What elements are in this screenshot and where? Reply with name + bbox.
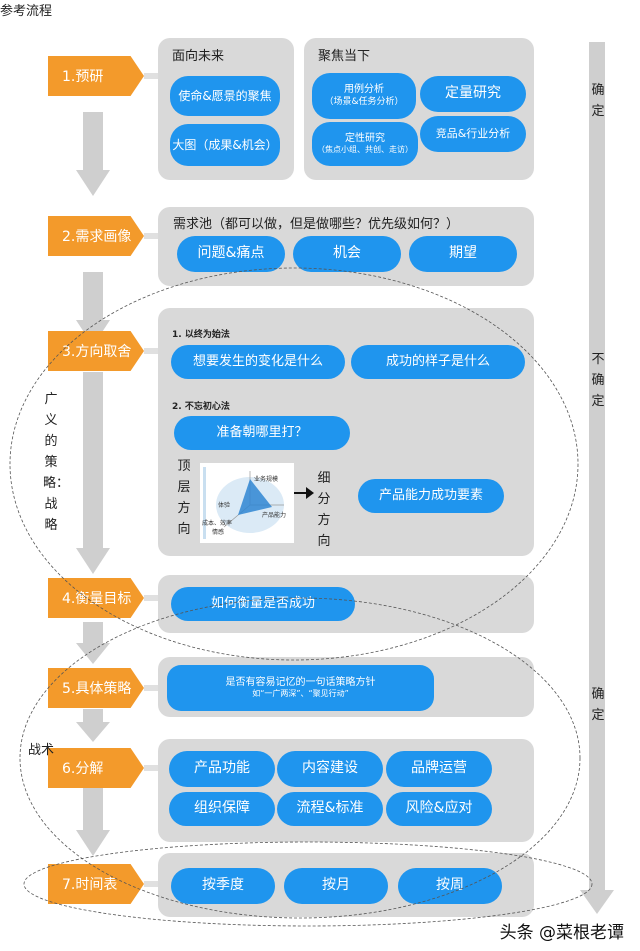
- pill-use-case-line2: （场景&任务分析）: [324, 96, 404, 107]
- pill-risk: 风险&应对: [386, 792, 492, 826]
- sub-direction-label: 细分方向: [317, 471, 331, 549]
- right-label-uncertain: 不确定: [591, 352, 605, 409]
- flow-arrow-1: [76, 112, 110, 196]
- pill-brand: 品牌运营: [386, 751, 492, 787]
- right-arrow-icon: [294, 487, 314, 499]
- chart-label-capability: 产品能力: [262, 511, 286, 519]
- right-label-certain-top: 确定: [591, 83, 605, 119]
- step-2: 2.需求画像: [48, 216, 144, 256]
- left-label-strategy: 广义的策略：战略: [43, 392, 70, 533]
- pill-problems: 问题&痛点: [177, 236, 285, 272]
- page-title: 参考流程: [0, 4, 53, 19]
- pill-process: 流程&标准: [277, 792, 383, 826]
- flow-arrow-6: [76, 788, 110, 856]
- step-1: 1.预研: [48, 56, 144, 96]
- pill-mission-vision: 使命&愿景的聚焦: [170, 76, 280, 116]
- top-direction-label: 顶层方向: [177, 459, 191, 537]
- pill-content: 内容建设: [277, 751, 383, 787]
- pill-change: 想要发生的变化是什么: [171, 345, 345, 379]
- chart-label-emotion: 情感: [212, 528, 224, 536]
- strategy-line1: 是否有容易记忆的一句话策略方针: [225, 676, 376, 688]
- flow-arrow-3: [76, 372, 110, 574]
- pill-success-look: 成功的样子是什么: [351, 345, 525, 379]
- method-2-title: 2. 不忘初心法: [172, 402, 230, 412]
- direction-diagram: 业务规模 体验 产品能力 成本、效率 情感: [200, 463, 294, 543]
- pill-week: 按周: [398, 868, 502, 904]
- pill-opportunity: 机会: [293, 236, 401, 272]
- pill-how-to-measure: 如何衡量是否成功: [171, 587, 355, 621]
- panel-present-title: 聚焦当下: [318, 49, 371, 64]
- step-3: 3.方向取舍: [48, 331, 144, 371]
- step-4: 4.衡量目标: [48, 578, 144, 618]
- pill-where-to-fight: 准备朝哪里打？: [174, 416, 350, 450]
- pill-use-case-line1: 用例分析: [344, 84, 384, 96]
- pill-month: 按月: [284, 868, 388, 904]
- step-6: 6.分解: [48, 748, 144, 788]
- panel-demand-title: 需求池（都可以做，但是做哪些？优先级如何？）: [173, 217, 460, 232]
- pill-org: 组织保障: [169, 792, 275, 826]
- flow-arrow-4: [76, 622, 110, 664]
- pill-product-feature: 产品功能: [169, 751, 275, 787]
- left-label-tactics: 战术: [28, 743, 55, 758]
- flow-arrow-5: [76, 709, 110, 742]
- method-1-title: 1. 以终为始法: [172, 330, 230, 340]
- step-5: 5.具体策略: [48, 668, 144, 708]
- right-label-certain-bottom: 确定: [591, 687, 605, 723]
- pill-qualitative: 定性研究 （焦点小组、共创、走访）: [312, 122, 418, 166]
- pill-expectation: 期望: [409, 236, 517, 272]
- panel-future-title: 面向未来: [172, 49, 225, 64]
- pill-quarter: 按季度: [171, 868, 275, 904]
- pill-capability-factors: 产品能力成功要素: [358, 479, 504, 513]
- chart-label-scale: 业务规模: [254, 475, 278, 483]
- chart-label-cost: 成本、效率: [202, 519, 232, 527]
- pill-one-line-strategy: 是否有容易记忆的一句话策略方针 如“一广两深”、“聚见行动”: [167, 665, 434, 711]
- pill-qualitative-line1: 定性研究: [345, 132, 385, 144]
- watermark: 头条 @菜根老谭: [499, 923, 624, 943]
- pill-quantitative: 定量研究: [420, 76, 526, 112]
- pill-qualitative-line2: （焦点小组、共创、走访）: [317, 145, 413, 155]
- pill-big-picture: 大图（成果&机会）: [170, 124, 280, 166]
- pill-competitor: 竞品&行业分析: [420, 116, 526, 152]
- strategy-line2: 如“一广两深”、“聚见行动”: [252, 689, 349, 699]
- step-7: 7.时间表: [48, 864, 144, 904]
- pill-use-case: 用例分析 （场景&任务分析）: [312, 73, 416, 119]
- chart-label-experience: 体验: [218, 501, 230, 509]
- uncertainty-arrow: [580, 42, 614, 914]
